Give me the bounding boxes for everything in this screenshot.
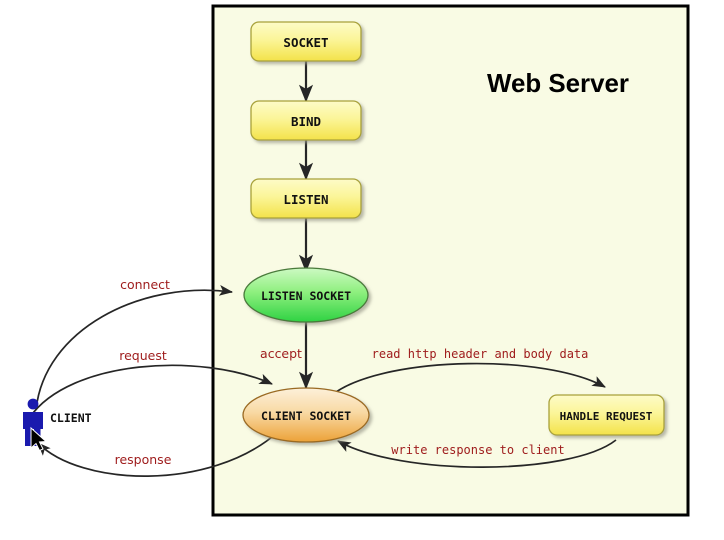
edge-label-connect: connect bbox=[120, 277, 170, 292]
node-client-socket-shape bbox=[242, 387, 370, 443]
node-socket-label: SOCKET bbox=[283, 35, 328, 50]
node-listen-shape bbox=[250, 178, 362, 219]
node-listen-socket-shape bbox=[243, 267, 369, 323]
edge-response-client-socket-to-client bbox=[37, 431, 279, 477]
edge-label-write-response: write response to client bbox=[391, 443, 564, 457]
client-actor-label: CLIENT bbox=[50, 411, 92, 425]
node-socket-shape bbox=[250, 21, 362, 62]
edge-label-read-http: read http header and body data bbox=[372, 347, 589, 361]
node-listen-socket[interactable]: LISTEN SOCKET bbox=[243, 267, 369, 323]
node-bind-label: BIND bbox=[291, 114, 321, 129]
node-handle-request-shape bbox=[548, 394, 665, 436]
mouse-cursor-icon bbox=[30, 426, 48, 452]
edge-label-request: request bbox=[119, 348, 167, 363]
node-client-socket-label: CLIENT SOCKET bbox=[261, 409, 351, 423]
edge-connect-client-to-listen-socket bbox=[35, 284, 234, 411]
edge-request-client-to-client-socket bbox=[29, 364, 273, 418]
node-socket[interactable]: SOCKET bbox=[250, 21, 362, 62]
edge-label-response: response bbox=[115, 452, 172, 467]
edge-label-accept: accept bbox=[260, 346, 302, 361]
node-bind[interactable]: BIND bbox=[250, 100, 362, 141]
node-handle-request[interactable]: HANDLE REQUEST bbox=[548, 394, 665, 436]
node-listen[interactable]: LISTEN bbox=[250, 178, 362, 219]
edge-write-handle-request-to-client-socket bbox=[337, 439, 617, 468]
edge-read-client-socket-to-handle-request bbox=[335, 362, 606, 393]
actor-head-icon bbox=[27, 398, 39, 410]
node-client-socket[interactable]: CLIENT SOCKET bbox=[242, 387, 370, 443]
client-actor[interactable]: CLIENT bbox=[23, 398, 92, 446]
node-bind-shape bbox=[250, 100, 362, 141]
actor-left-leg-icon bbox=[25, 429, 32, 446]
node-listen-label: LISTEN bbox=[283, 192, 328, 207]
panel-title: Web Server bbox=[487, 68, 629, 98]
node-listen-socket-label: LISTEN SOCKET bbox=[261, 289, 351, 303]
node-handle-request-label: HANDLE REQUEST bbox=[560, 410, 653, 423]
actor-torso-icon bbox=[23, 412, 43, 429]
